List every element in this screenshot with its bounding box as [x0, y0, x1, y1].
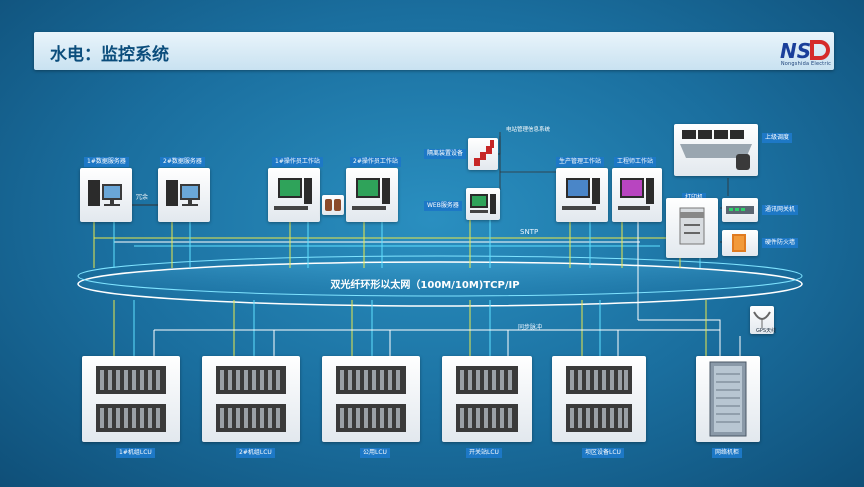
security-device-label: 隔离装置设备 — [424, 149, 467, 159]
lcu-unit-3[interactable] — [322, 356, 420, 442]
switch-icon — [726, 206, 754, 214]
engineer-ws-label: 工程师工作站 — [614, 157, 657, 167]
operator-workstation-2[interactable] — [346, 168, 398, 222]
dispatch-center[interactable] — [674, 124, 758, 176]
server-icon — [166, 180, 200, 206]
logo-subtitle: Nongshida Electric — [780, 61, 832, 67]
lcu-unit-2[interactable] — [202, 356, 300, 442]
comm-switch-label: 通讯网关机 — [762, 205, 799, 215]
server-icon — [88, 180, 122, 206]
gps-label: GPS天线 — [756, 328, 777, 334]
workstation-icon — [274, 178, 312, 210]
db-server-1-label: 1#数据服务器 — [84, 157, 129, 167]
network-cabinet-label: 网络机柜 — [712, 448, 743, 458]
speaker-device — [322, 195, 344, 215]
lcu-3-label: 公用LCU — [360, 448, 390, 458]
firewall-icon — [474, 140, 494, 166]
printer[interactable] — [666, 198, 718, 258]
gps-antenna[interactable] — [750, 306, 774, 334]
operator-workstation-1[interactable] — [268, 168, 320, 222]
workstation-icon — [618, 178, 654, 210]
engineer-workstation[interactable] — [612, 168, 662, 222]
lcu-rack-icon — [216, 366, 286, 432]
cabinet-icon — [709, 361, 747, 437]
production-workstation[interactable] — [556, 168, 608, 222]
gps-dish-icon — [753, 311, 771, 328]
title-bar — [34, 32, 834, 70]
workstation-icon — [352, 178, 390, 210]
firewall-box-icon — [732, 234, 746, 252]
lcu-unit-5[interactable] — [552, 356, 646, 442]
dispatch-label: 上级调度 — [762, 133, 793, 143]
web-server-label: WEB服务器 — [424, 201, 462, 211]
lcu-1-label: 1#机组LCU — [116, 448, 155, 458]
lcu-4-label: 开关站LCU — [466, 448, 502, 458]
workstation-icon — [562, 178, 600, 210]
lcu-rack-icon — [96, 366, 166, 432]
redundancy-label: 冗余 — [136, 194, 149, 201]
lcu-unit-1[interactable] — [82, 356, 180, 442]
ring-network-inner — [77, 255, 803, 297]
comm-switch[interactable] — [722, 198, 758, 222]
db-server-2-label: 2#数据服务器 — [160, 157, 205, 167]
mgmt-system-label: 电站管理信息系统 — [506, 127, 551, 133]
sync-pulse-label: 同步脉冲 — [518, 324, 543, 331]
company-logo: NS — [780, 39, 830, 63]
printer-icon — [679, 207, 705, 245]
lcu-2-label: 2#机组LCU — [236, 448, 275, 458]
hardware-firewall[interactable] — [722, 230, 758, 256]
svg-text:NS: NS — [780, 39, 811, 63]
sntp-label: SNTP — [520, 228, 539, 236]
ring-network-label: 双光纤环形以太网（100M/10M)TCP/IP — [330, 280, 520, 291]
lcu-rack-icon — [336, 366, 406, 432]
production-ws-label: 生产管理工作站 — [556, 157, 605, 167]
ring-network-outer — [77, 261, 803, 307]
security-device[interactable] — [468, 138, 498, 170]
lcu-unit-4[interactable] — [442, 356, 532, 442]
firewall-label: 硬件防火墙 — [762, 238, 799, 248]
db-server-1[interactable] — [80, 168, 132, 222]
web-server[interactable] — [466, 188, 500, 220]
operator-1-label: 1#操作员工作站 — [272, 157, 323, 167]
operator-2-label: 2#操作员工作站 — [350, 157, 401, 167]
speaker-icon — [325, 199, 341, 211]
computer-icon — [470, 194, 496, 214]
page-title: 水电：监控系统 — [50, 45, 169, 65]
lcu-rack-icon — [456, 366, 518, 432]
lcu-5-label: 坝区设备LCU — [582, 448, 624, 458]
control-room-icon — [680, 130, 752, 170]
db-server-2[interactable] — [158, 168, 210, 222]
lcu-rack-icon — [566, 366, 632, 432]
network-cabinet[interactable] — [696, 356, 760, 442]
